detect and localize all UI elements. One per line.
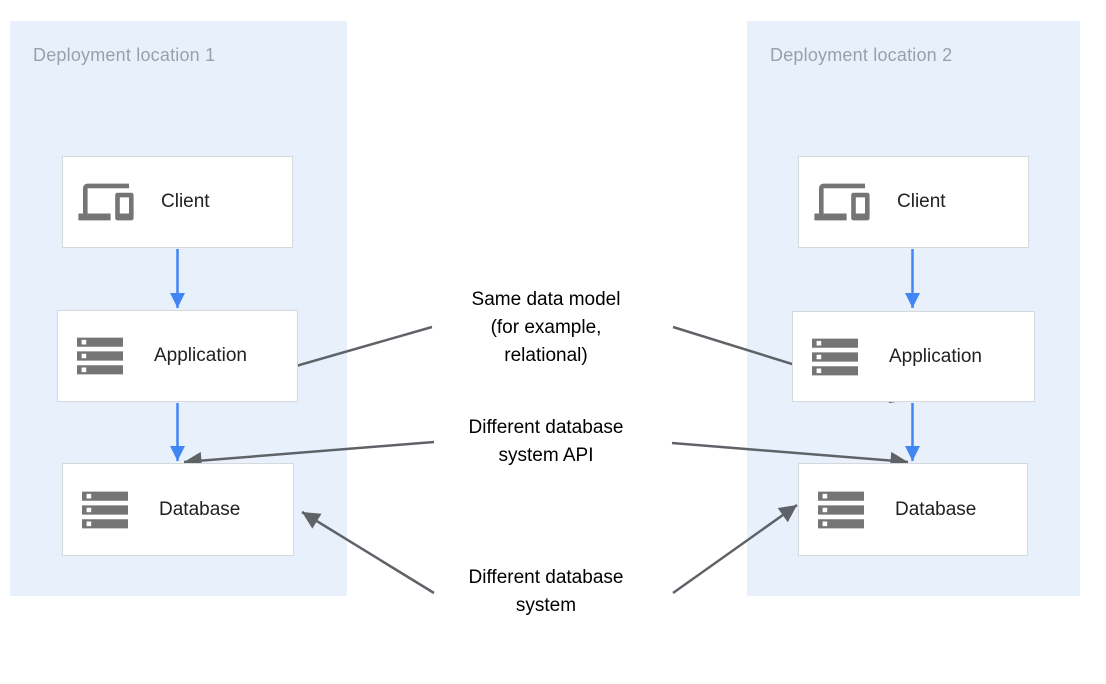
annotation-line: Different database <box>468 417 624 438</box>
storage-icon <box>77 487 133 533</box>
annotation-line: Same data model <box>471 289 621 310</box>
storage-icon <box>807 334 863 380</box>
annotation-line: (for example, <box>490 317 602 338</box>
application-box-2: Application <box>792 311 1035 402</box>
node-label-application-2: Application <box>889 345 982 367</box>
panel-title-2: Deployment location 2 <box>770 45 953 65</box>
devices-icon <box>77 179 135 225</box>
storage-icon <box>72 333 128 379</box>
node-label-database-1: Database <box>159 498 241 520</box>
database-box-1: Database <box>62 463 294 556</box>
node-label-client-1: Client <box>161 191 210 212</box>
node-label-application-1: Application <box>154 345 247 366</box>
storage-icon <box>813 487 869 533</box>
annotation-line: system API <box>498 445 594 466</box>
node-label-database-2: Database <box>895 498 977 520</box>
annotation-line: Different database <box>468 567 624 588</box>
application-box-1: Application <box>57 310 298 402</box>
annotation-line: relational) <box>504 345 588 366</box>
database-box-2: Database <box>798 463 1028 556</box>
annotation-same-data-model: Same data model (for example, relational… <box>416 286 676 370</box>
client-box-1: Client <box>62 156 293 248</box>
devices-icon <box>813 179 871 225</box>
panel-title-1: Deployment location 1 <box>33 45 216 65</box>
client-box-2: Client <box>798 156 1029 248</box>
annotation-database-api: Different database system API <box>416 414 676 470</box>
annotation-database-system: Different database system <box>416 564 676 620</box>
node-label-client-2: Client <box>897 191 946 212</box>
annotation-line: system <box>515 595 577 616</box>
